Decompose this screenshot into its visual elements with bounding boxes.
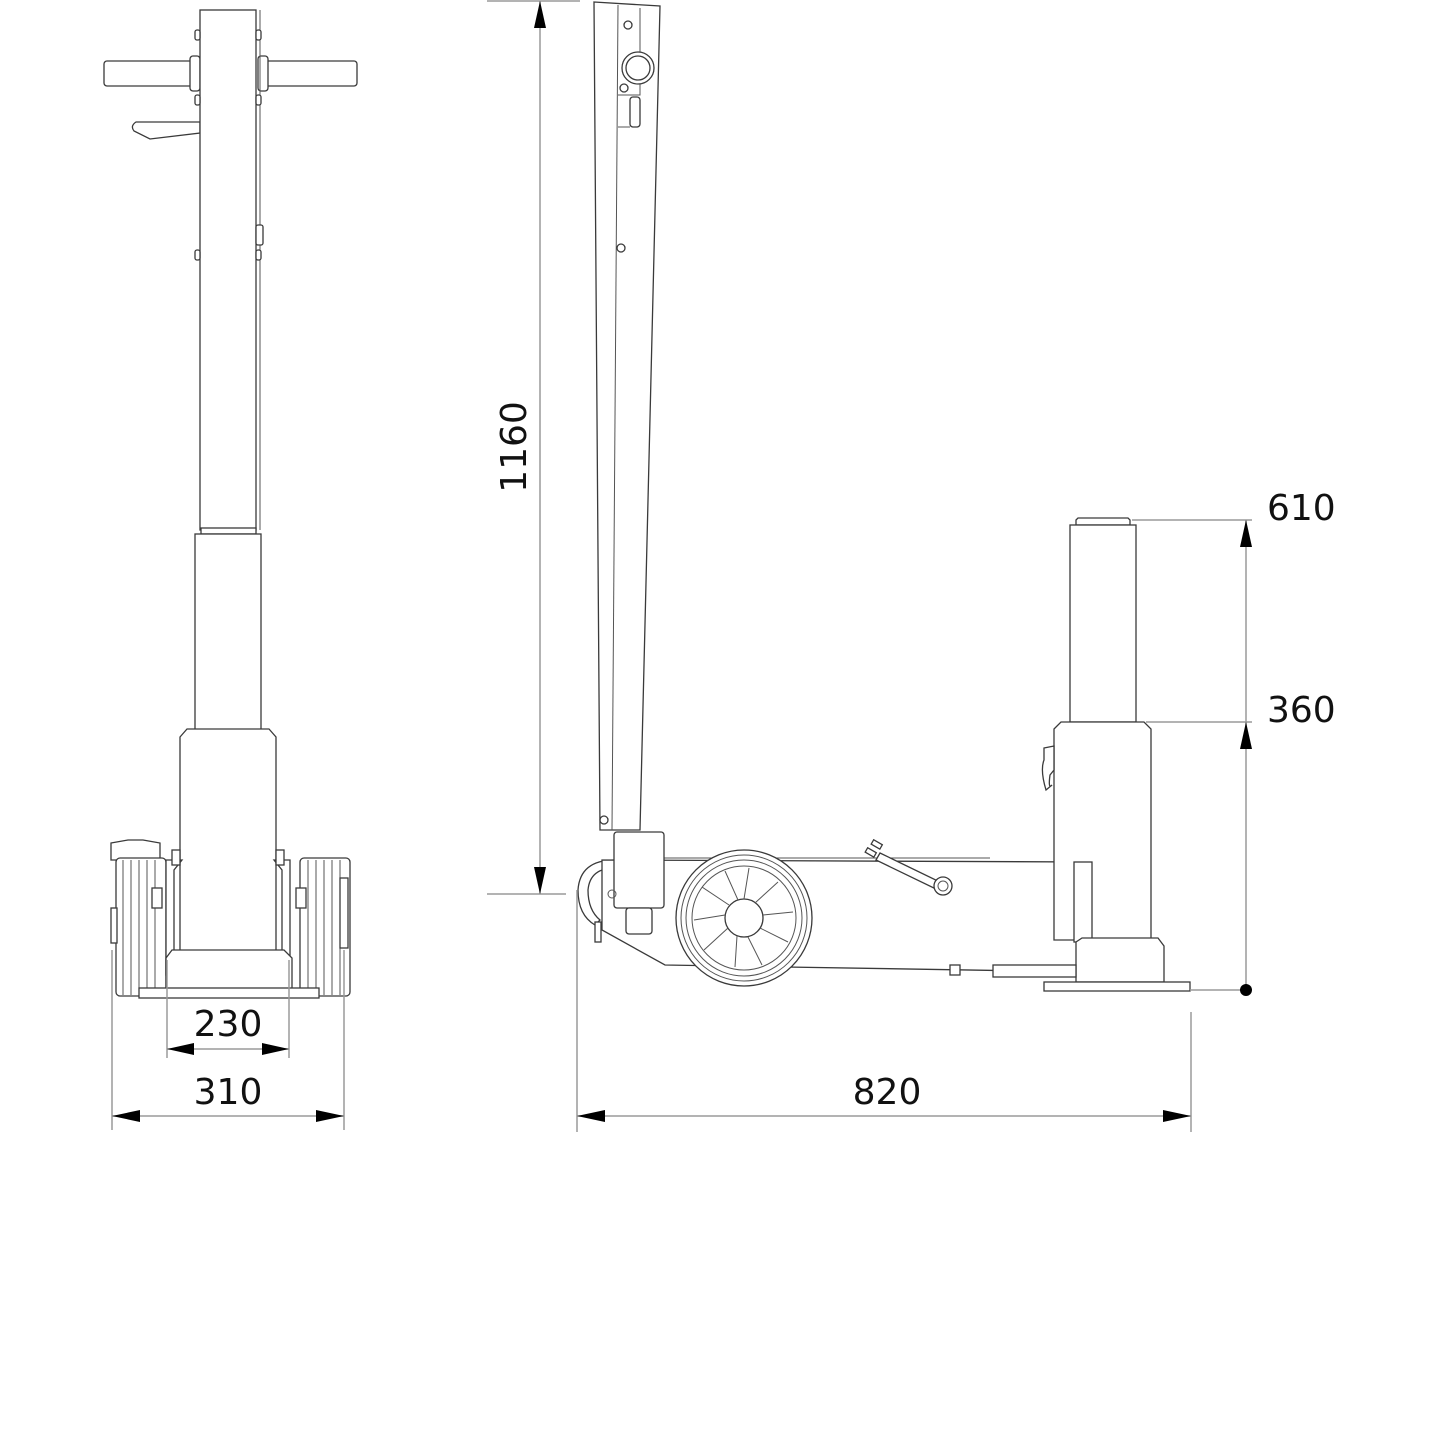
front-foot [165,949,293,991]
lift-pad [1043,981,1191,992]
hydraulic-fitting [1041,745,1055,792]
dim-820: 820 [853,1072,922,1113]
side-handle [593,1,661,831]
inner-ram [194,533,262,731]
dim-310: 310 [194,1072,263,1113]
front-dimensions: 230 310 [111,950,345,1130]
release-lever [864,838,953,896]
side-dimensions: 1160 820 610 360 [487,0,1336,1132]
left-wheel [110,839,167,997]
inner-ram [1069,524,1137,723]
side-wheel [675,849,813,987]
outer-cylinder [1053,721,1152,941]
handle-pivot [577,859,616,926]
chassis [601,859,1091,973]
side-view [577,1,1191,992]
base-plate [138,987,320,999]
dim-1160: 1160 [494,401,535,493]
release-pedal [131,121,201,140]
right-wheel [295,857,351,997]
front-view [103,9,358,999]
outer-cylinder [179,728,277,986]
air-valve [629,96,641,128]
handle-column [199,9,257,531]
dim-360: 360 [1267,690,1336,731]
dim-230: 230 [194,1004,263,1045]
handle-block [613,831,665,909]
cylinder-base [1075,937,1165,983]
ram-top [1075,517,1131,526]
dim-610: 610 [1267,488,1336,529]
